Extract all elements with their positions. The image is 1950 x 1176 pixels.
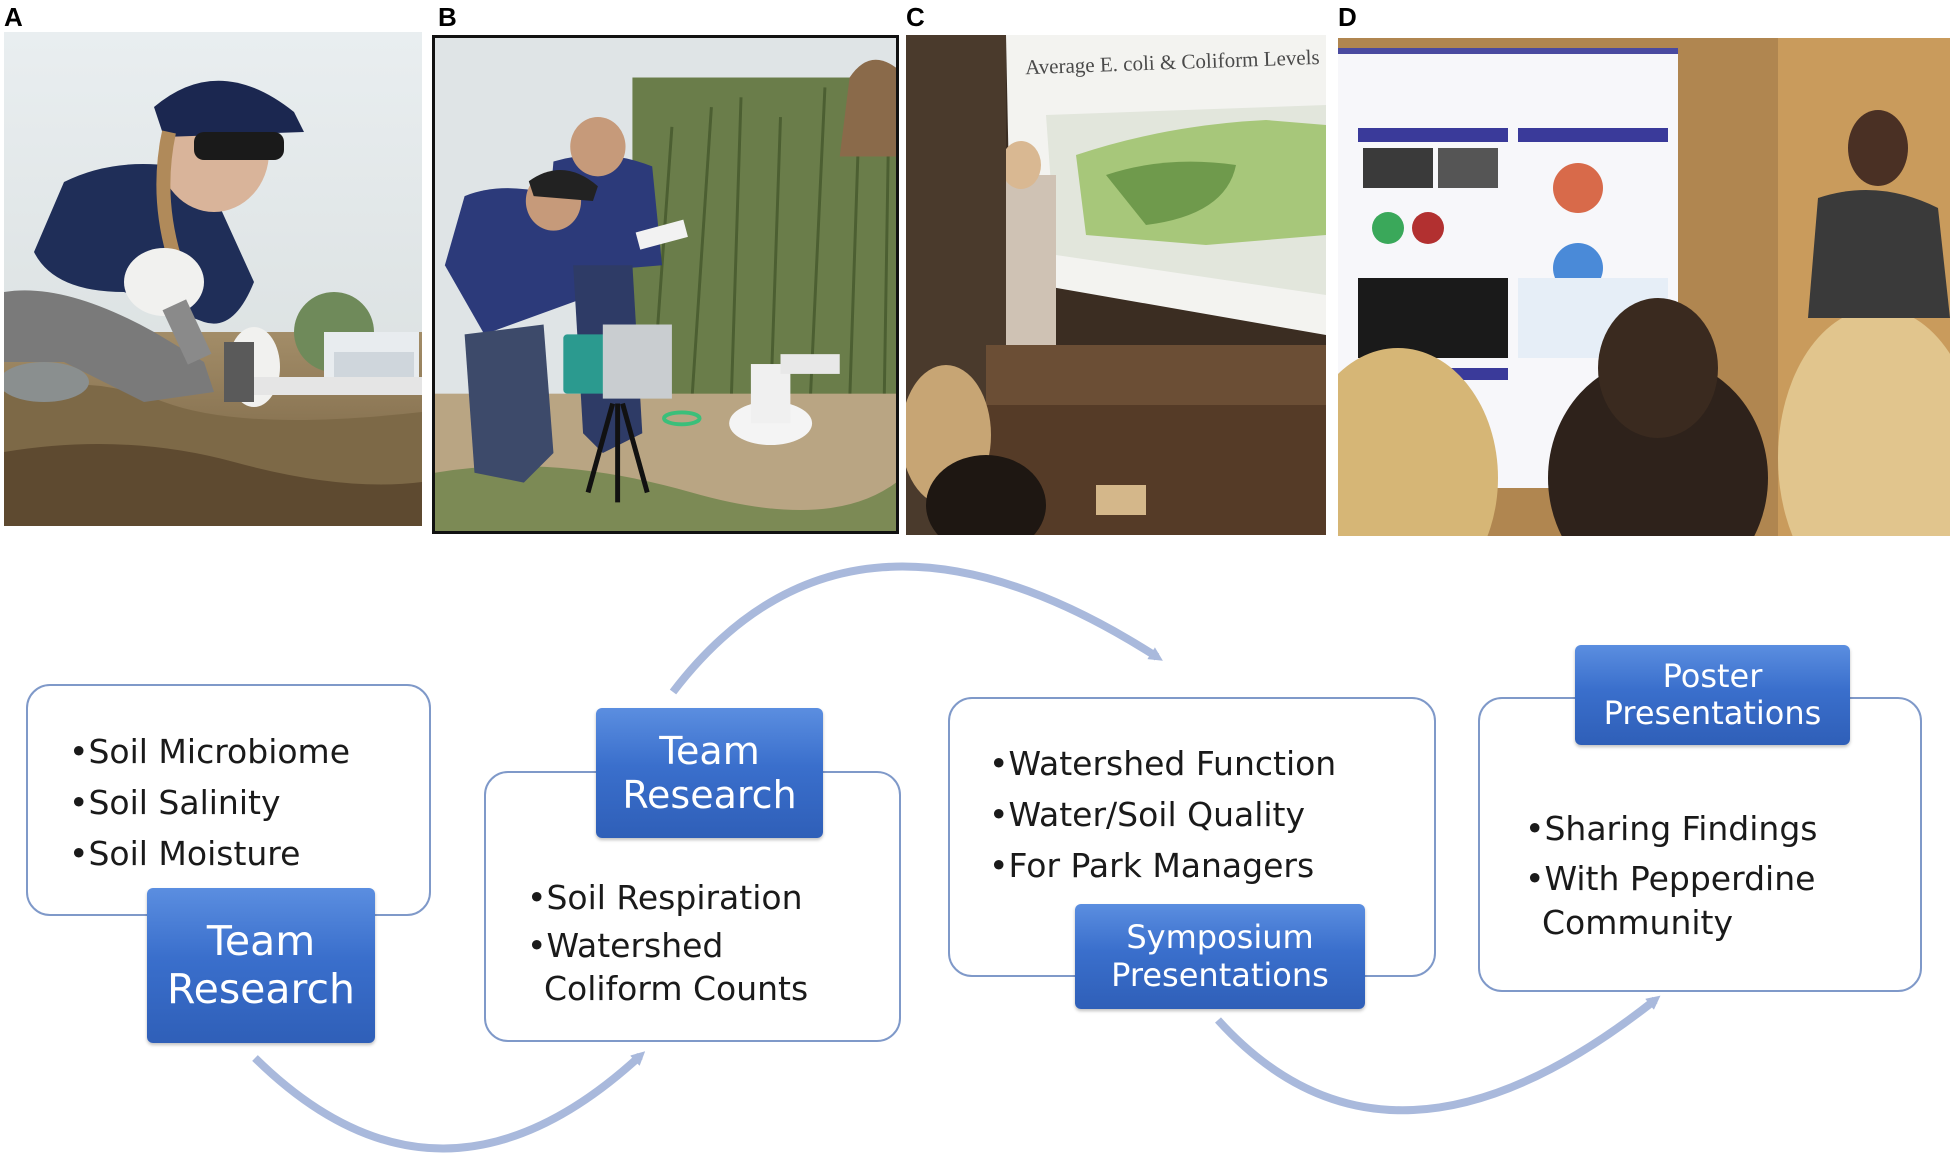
step4-bullet-1: •Sharing Findings — [1525, 809, 1818, 848]
photo-soil-sampling — [4, 32, 422, 526]
step3-bullets: •Watershed Function •Water/Soil Quality … — [989, 738, 1336, 891]
step2-bullet-2: •Watershed — [527, 926, 724, 965]
arrow-step1-to-step2 — [252, 1051, 646, 1153]
step3-bullet-1: •Watershed Function — [989, 744, 1337, 783]
step3-bullet-3: •For Park Managers — [989, 846, 1315, 885]
step3-bullet-2: •Water/Soil Quality — [989, 795, 1306, 834]
step1-box — [26, 684, 431, 916]
arrow-step3-to-step4 — [1215, 995, 1661, 1115]
step4-bullets: •Sharing Findings •With Pepperdine Commu… — [1525, 803, 1817, 943]
step2-bullet-1: •Soil Respiration — [527, 878, 803, 917]
panel-letter-a: A — [4, 2, 23, 32]
step1-label-line1: Team — [206, 916, 316, 965]
photo-field-instrument — [432, 35, 899, 534]
step1-label-line2: Research — [166, 964, 356, 1013]
step1-bullets: •Soil Microbiome •Soil Salinity •Soil Mo… — [69, 726, 350, 879]
step1-bullet-3: •Soil Moisture — [69, 834, 301, 873]
step4-bullet-3: Community — [1542, 903, 1733, 942]
step2-label-line1: Team — [659, 728, 760, 773]
step4-label-line1: Poster — [1662, 656, 1763, 695]
step4-label-line2: Presentations — [1603, 694, 1822, 732]
step1-label: Team Research — [147, 888, 375, 1043]
panel-letter-b: B — [438, 2, 457, 32]
step2-bullet-3: Coliform Counts — [544, 969, 809, 1008]
step2-bullets: •Soil Respiration •Watershed Coliform Co… — [527, 872, 808, 1009]
step1-bullet-2: •Soil Salinity — [69, 783, 281, 822]
step2-label-line2: Research — [622, 773, 797, 817]
photo-symposium-talk — [906, 35, 1326, 535]
arrow-step2-to-step3 — [669, 562, 1163, 695]
step3-label-line2: Presentations — [1111, 955, 1329, 994]
step4-bullet-2: •With Pepperdine — [1525, 859, 1816, 898]
step3-label-line1: Symposium — [1126, 918, 1314, 957]
step2-label: Team Research — [596, 708, 823, 838]
step4-label: Poster Presentations — [1575, 645, 1850, 745]
panel-letter-c: C — [906, 2, 925, 32]
panel-letter-d: D — [1338, 2, 1357, 32]
photo-poster-session — [1338, 38, 1950, 536]
step3-label: Symposium Presentations — [1075, 904, 1365, 1009]
step1-bullet-1: •Soil Microbiome — [69, 732, 350, 771]
